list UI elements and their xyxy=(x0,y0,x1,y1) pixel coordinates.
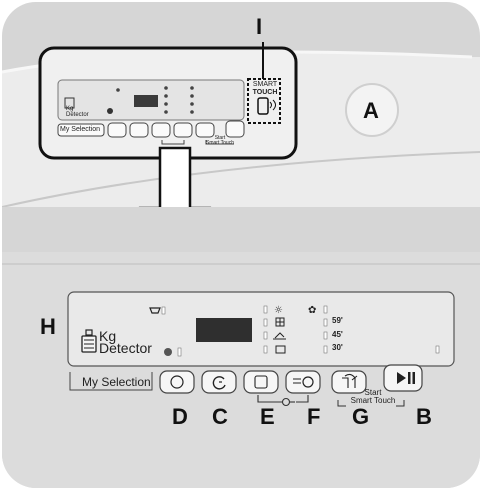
smart-touch-badge: SMART TOUCH xyxy=(251,81,279,97)
start-text: Start xyxy=(364,388,382,397)
svg-text:☼: ☼ xyxy=(274,305,283,316)
key-lock-connector xyxy=(257,395,309,403)
mini-display xyxy=(134,95,158,107)
mini-buttons xyxy=(107,120,245,138)
mini-indicators xyxy=(116,86,194,114)
kg-detector-icon xyxy=(81,329,97,353)
time-45: 45' xyxy=(332,329,343,339)
play-icon xyxy=(397,372,406,384)
zoom-arrow xyxy=(138,146,212,207)
spin-icon xyxy=(342,373,358,388)
brand-kg: Kg xyxy=(99,328,117,344)
temperature-icon xyxy=(254,375,268,389)
option-indicators-left: ☼ xyxy=(263,305,286,354)
machine-top-illustration xyxy=(2,42,480,207)
mini-start-text: Start xyxy=(214,135,226,141)
callout-g: G xyxy=(352,404,370,429)
brand-detector: Detector xyxy=(99,340,152,356)
kg-detector-brand: Kg Detector xyxy=(83,328,152,356)
callout-f: F xyxy=(307,404,321,429)
time-59: 59' xyxy=(332,316,343,325)
callout-a: A xyxy=(363,98,379,123)
mini-kg-icon xyxy=(64,97,75,109)
mini-start-label: Start Smart Touch xyxy=(206,136,234,146)
pattern-dot-icon xyxy=(164,348,172,356)
mini-my-selection: My Selection xyxy=(60,126,101,133)
callout-e: E xyxy=(260,404,275,429)
zoomed-panel-illustration: ☼ ✿ xyxy=(2,252,480,488)
svg-text:✿: ✿ xyxy=(308,305,316,316)
door-button-a xyxy=(345,83,399,137)
cycle-icon xyxy=(212,376,226,390)
callout-d: D xyxy=(172,404,188,429)
option-indicators-right: ✿ xyxy=(308,305,440,354)
callout-h: H xyxy=(40,314,56,339)
mini-smart-touch-text: Smart Touch xyxy=(206,140,234,146)
callout-c: C xyxy=(212,404,228,429)
callout-b: B xyxy=(416,404,432,429)
time-30: 30' xyxy=(332,343,343,352)
time-labels: 59' 45' 30' xyxy=(332,314,343,355)
timer-icon xyxy=(302,376,314,388)
smart-touch-line2: TOUCH xyxy=(252,89,278,96)
mini-kg-label: Kg xyxy=(66,106,74,112)
mini-detector-label: Detector xyxy=(66,112,89,118)
appliance-frame: I A SMART TOUCH Kg Detector My Selection… xyxy=(2,2,480,488)
digital-display xyxy=(196,318,252,342)
smart-touch-line1: SMART xyxy=(252,81,278,88)
start-smart-touch-label: Start Smart Touch xyxy=(350,389,396,405)
callout-i: I xyxy=(256,14,263,39)
eco-icon xyxy=(170,375,184,389)
my-selection-label: My Selection xyxy=(82,375,151,389)
mini-brand: Kg Detector xyxy=(66,106,89,118)
smart-touch-text: Smart Touch xyxy=(350,396,396,405)
drum-icon xyxy=(149,307,161,314)
